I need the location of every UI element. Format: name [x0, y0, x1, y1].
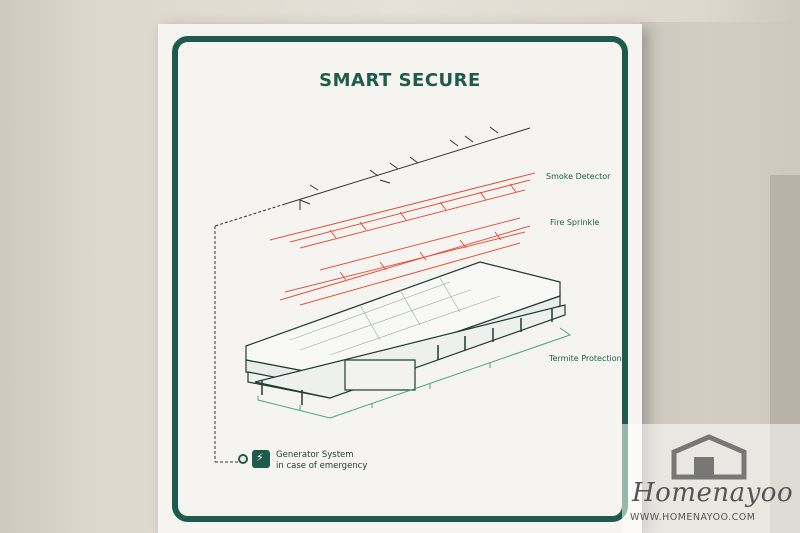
- poster-title: SMART SECURE: [319, 70, 481, 91]
- poster-frame: [172, 36, 628, 522]
- watermark-url: WWW.HOMENAYOO.COM: [630, 512, 756, 523]
- building-floors: [245, 261, 566, 399]
- house-logo-icon: [671, 434, 747, 480]
- smart-wiring: [214, 126, 531, 463]
- smoke-detector-label: Smoke Detector: [546, 172, 611, 181]
- termite-protection-line: [257, 327, 572, 419]
- interior-lines: [289, 277, 501, 356]
- fire-sprinkle-lines: [279, 217, 531, 306]
- fire-sprinkle-label: Fire Sprinkle: [550, 218, 600, 227]
- building-pillars: [261, 308, 553, 405]
- connector-circle: [238, 454, 248, 464]
- smoke-detector-lines: [269, 172, 536, 249]
- poster-board: [158, 24, 642, 533]
- generator-label-line1: Generator System: [276, 450, 354, 460]
- generator-icon: [252, 450, 270, 468]
- watermark-name: Homenayoo: [632, 478, 794, 508]
- generator-label: Generator System in case of emergency: [276, 450, 367, 472]
- termite-protection-label: Termite Protection: [549, 354, 622, 363]
- generator-label-line2: in case of emergency: [276, 461, 368, 471]
